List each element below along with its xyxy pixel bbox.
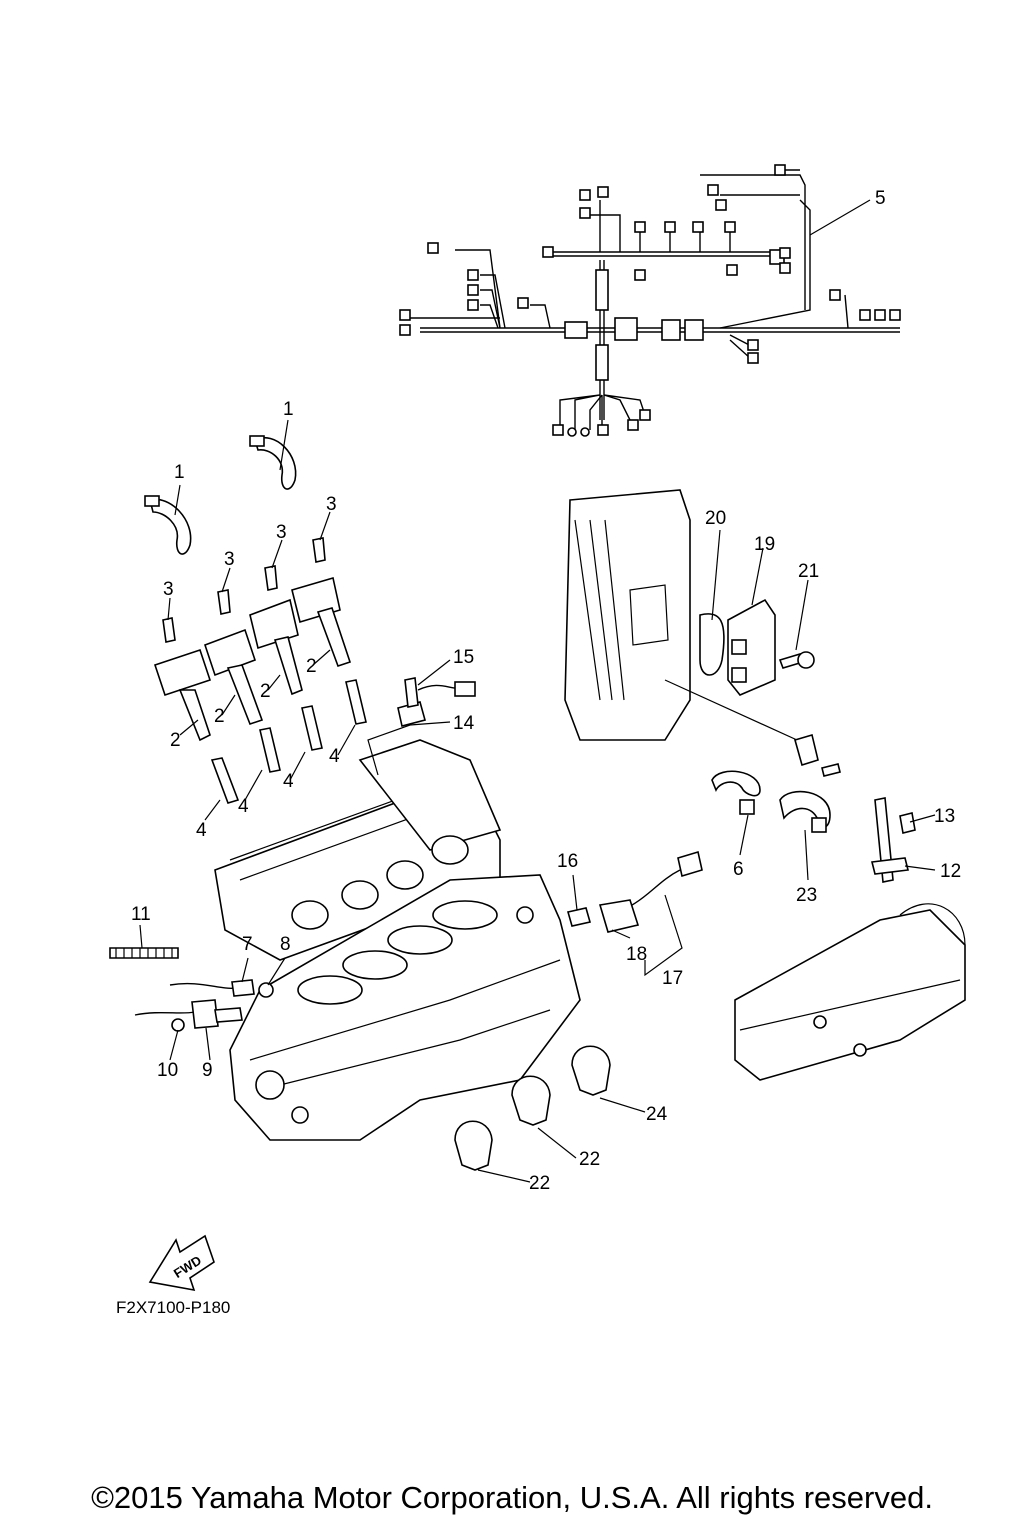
callout-22-b: 22: [579, 1149, 600, 1170]
callout-22-a: 22: [529, 1173, 550, 1194]
callout-17: 17: [662, 968, 683, 989]
callout-2-b: 2: [214, 706, 225, 727]
engine-block: [214, 739, 581, 1141]
callout-4-a: 4: [196, 820, 207, 841]
callout-6: 6: [733, 859, 744, 880]
spark-plugs: [210, 679, 367, 804]
callout-4-c: 4: [283, 771, 294, 792]
callout-14: 14: [453, 713, 475, 734]
callout-20: 20: [705, 508, 726, 529]
callout-2-a: 2: [170, 730, 181, 751]
callout-15: 15: [453, 647, 474, 668]
callout-11: 11: [131, 904, 151, 925]
callout-10: 10: [157, 1060, 178, 1081]
callout-4-b: 4: [238, 796, 249, 817]
copyright-notice: ©2015 Yamaha Motor Corporation, U.S.A. A…: [91, 1480, 933, 1515]
electrical-bracket: [564, 489, 815, 741]
sensor-14-15: [397, 677, 476, 727]
sensors-left: [109, 947, 274, 1032]
callout-18: 18: [626, 944, 647, 965]
callout-21: 21: [798, 561, 819, 582]
wire-harness: [399, 164, 901, 437]
callout-9: 9: [202, 1060, 213, 1081]
bands-22-24: [454, 1045, 611, 1171]
callout-3-d: 3: [326, 494, 337, 515]
callout-16: 16: [557, 851, 578, 872]
cable-tie-1-lower: [144, 495, 192, 555]
callout-labels: 1 1 2 2 2 2 3 3 3 3 4 4 4 4 5 6 7 8 9 10…: [131, 188, 961, 1194]
callout-3-c: 3: [276, 522, 287, 543]
callout-3-b: 3: [224, 549, 235, 570]
callout-12: 12: [940, 861, 961, 882]
callout-7: 7: [242, 934, 253, 955]
exhaust-manifold: [734, 797, 966, 1081]
figure-code: F2X7100-P180: [116, 1298, 230, 1317]
sensors-right: [566, 850, 703, 933]
fwd-arrow-icon: FWD: [148, 1234, 215, 1292]
callout-24: 24: [646, 1104, 668, 1125]
callout-23: 23: [796, 885, 817, 906]
cable-tie-1-upper: [249, 435, 297, 490]
callout-13: 13: [934, 806, 955, 827]
callout-1-lower: 1: [174, 462, 185, 483]
leader-lines: [139, 199, 936, 1183]
callout-3-a: 3: [163, 579, 174, 600]
callout-4-d: 4: [329, 746, 340, 767]
callout-5: 5: [875, 188, 886, 209]
callout-2-d: 2: [306, 656, 317, 677]
callout-8: 8: [280, 934, 291, 955]
callout-19: 19: [754, 534, 775, 555]
callout-1-upper: 1: [283, 399, 294, 420]
clamps-6-23: [664, 679, 841, 833]
ignition-coils: [153, 537, 352, 742]
callout-2-c: 2: [260, 681, 271, 702]
